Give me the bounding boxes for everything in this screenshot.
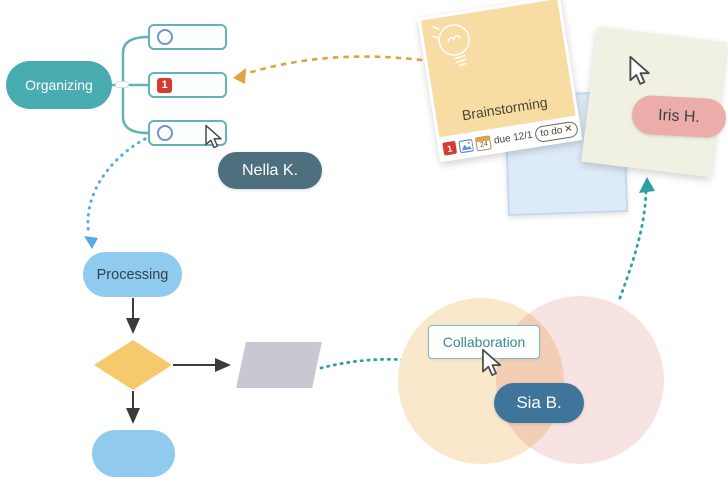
user-name: Nella K. (241, 161, 299, 179)
collaboration-button-label: Collaboration (442, 334, 526, 350)
user-name: Iris H. (657, 106, 701, 126)
flowchart-io-node[interactable] (236, 342, 322, 388)
user-label-sia: Sia B. (494, 383, 584, 423)
cursor-arrow-icon-iris (629, 55, 650, 85)
user-label-iris: Iris H. (631, 94, 727, 139)
dotted-arrow-blue (84, 137, 147, 249)
priority-badge-icon: 1 (157, 77, 172, 93)
sticky-note-brainstorming[interactable]: Brainstorming 1 24 due 12/1 to do ✕ (417, 0, 583, 163)
user-label-nella: Nella K. (218, 152, 322, 189)
note-paper: Brainstorming (420, 0, 576, 138)
collaboration-button[interactable]: Collaboration (428, 325, 540, 359)
priority-badge-icon[interactable]: 1 (442, 140, 458, 156)
flowchart-start-node[interactable]: Processing (83, 252, 182, 297)
radio-circle-icon (157, 29, 173, 45)
dashed-arrow-orange (233, 55, 444, 84)
todo-tag[interactable]: to do ✕ (534, 120, 579, 143)
calendar-icon[interactable]: 24 (475, 134, 493, 151)
cursor-arrow-icon-sia (482, 348, 502, 376)
image-icon[interactable] (458, 138, 474, 154)
mindmap-root-label: Organizing (25, 77, 93, 93)
mindmap-card-2[interactable]: 1 (148, 72, 227, 98)
flowchart-end-node[interactable] (92, 430, 175, 477)
mindmap-card-1[interactable] (148, 24, 227, 50)
branch-collapse-handle[interactable] (115, 81, 129, 88)
radio-circle-icon (157, 125, 173, 141)
venn-circle-pink[interactable] (496, 296, 664, 464)
close-icon[interactable]: ✕ (563, 123, 574, 136)
todo-tag-label: to do (539, 124, 564, 140)
dotted-arrow-teal (618, 177, 655, 300)
note-footer: 1 24 due 12/1 to do ✕ (439, 117, 580, 160)
cursor-arrow-icon-nella (205, 124, 222, 149)
flowchart-start-label: Processing (96, 266, 169, 283)
mindmap-root-node[interactable]: Organizing (6, 61, 112, 109)
lightbulb-icon (432, 24, 470, 67)
due-date-text: due 12/1 (493, 129, 534, 147)
user-name: Sia B. (516, 393, 562, 412)
calendar-day: 24 (479, 140, 489, 149)
flowchart-arrows (126, 298, 231, 424)
